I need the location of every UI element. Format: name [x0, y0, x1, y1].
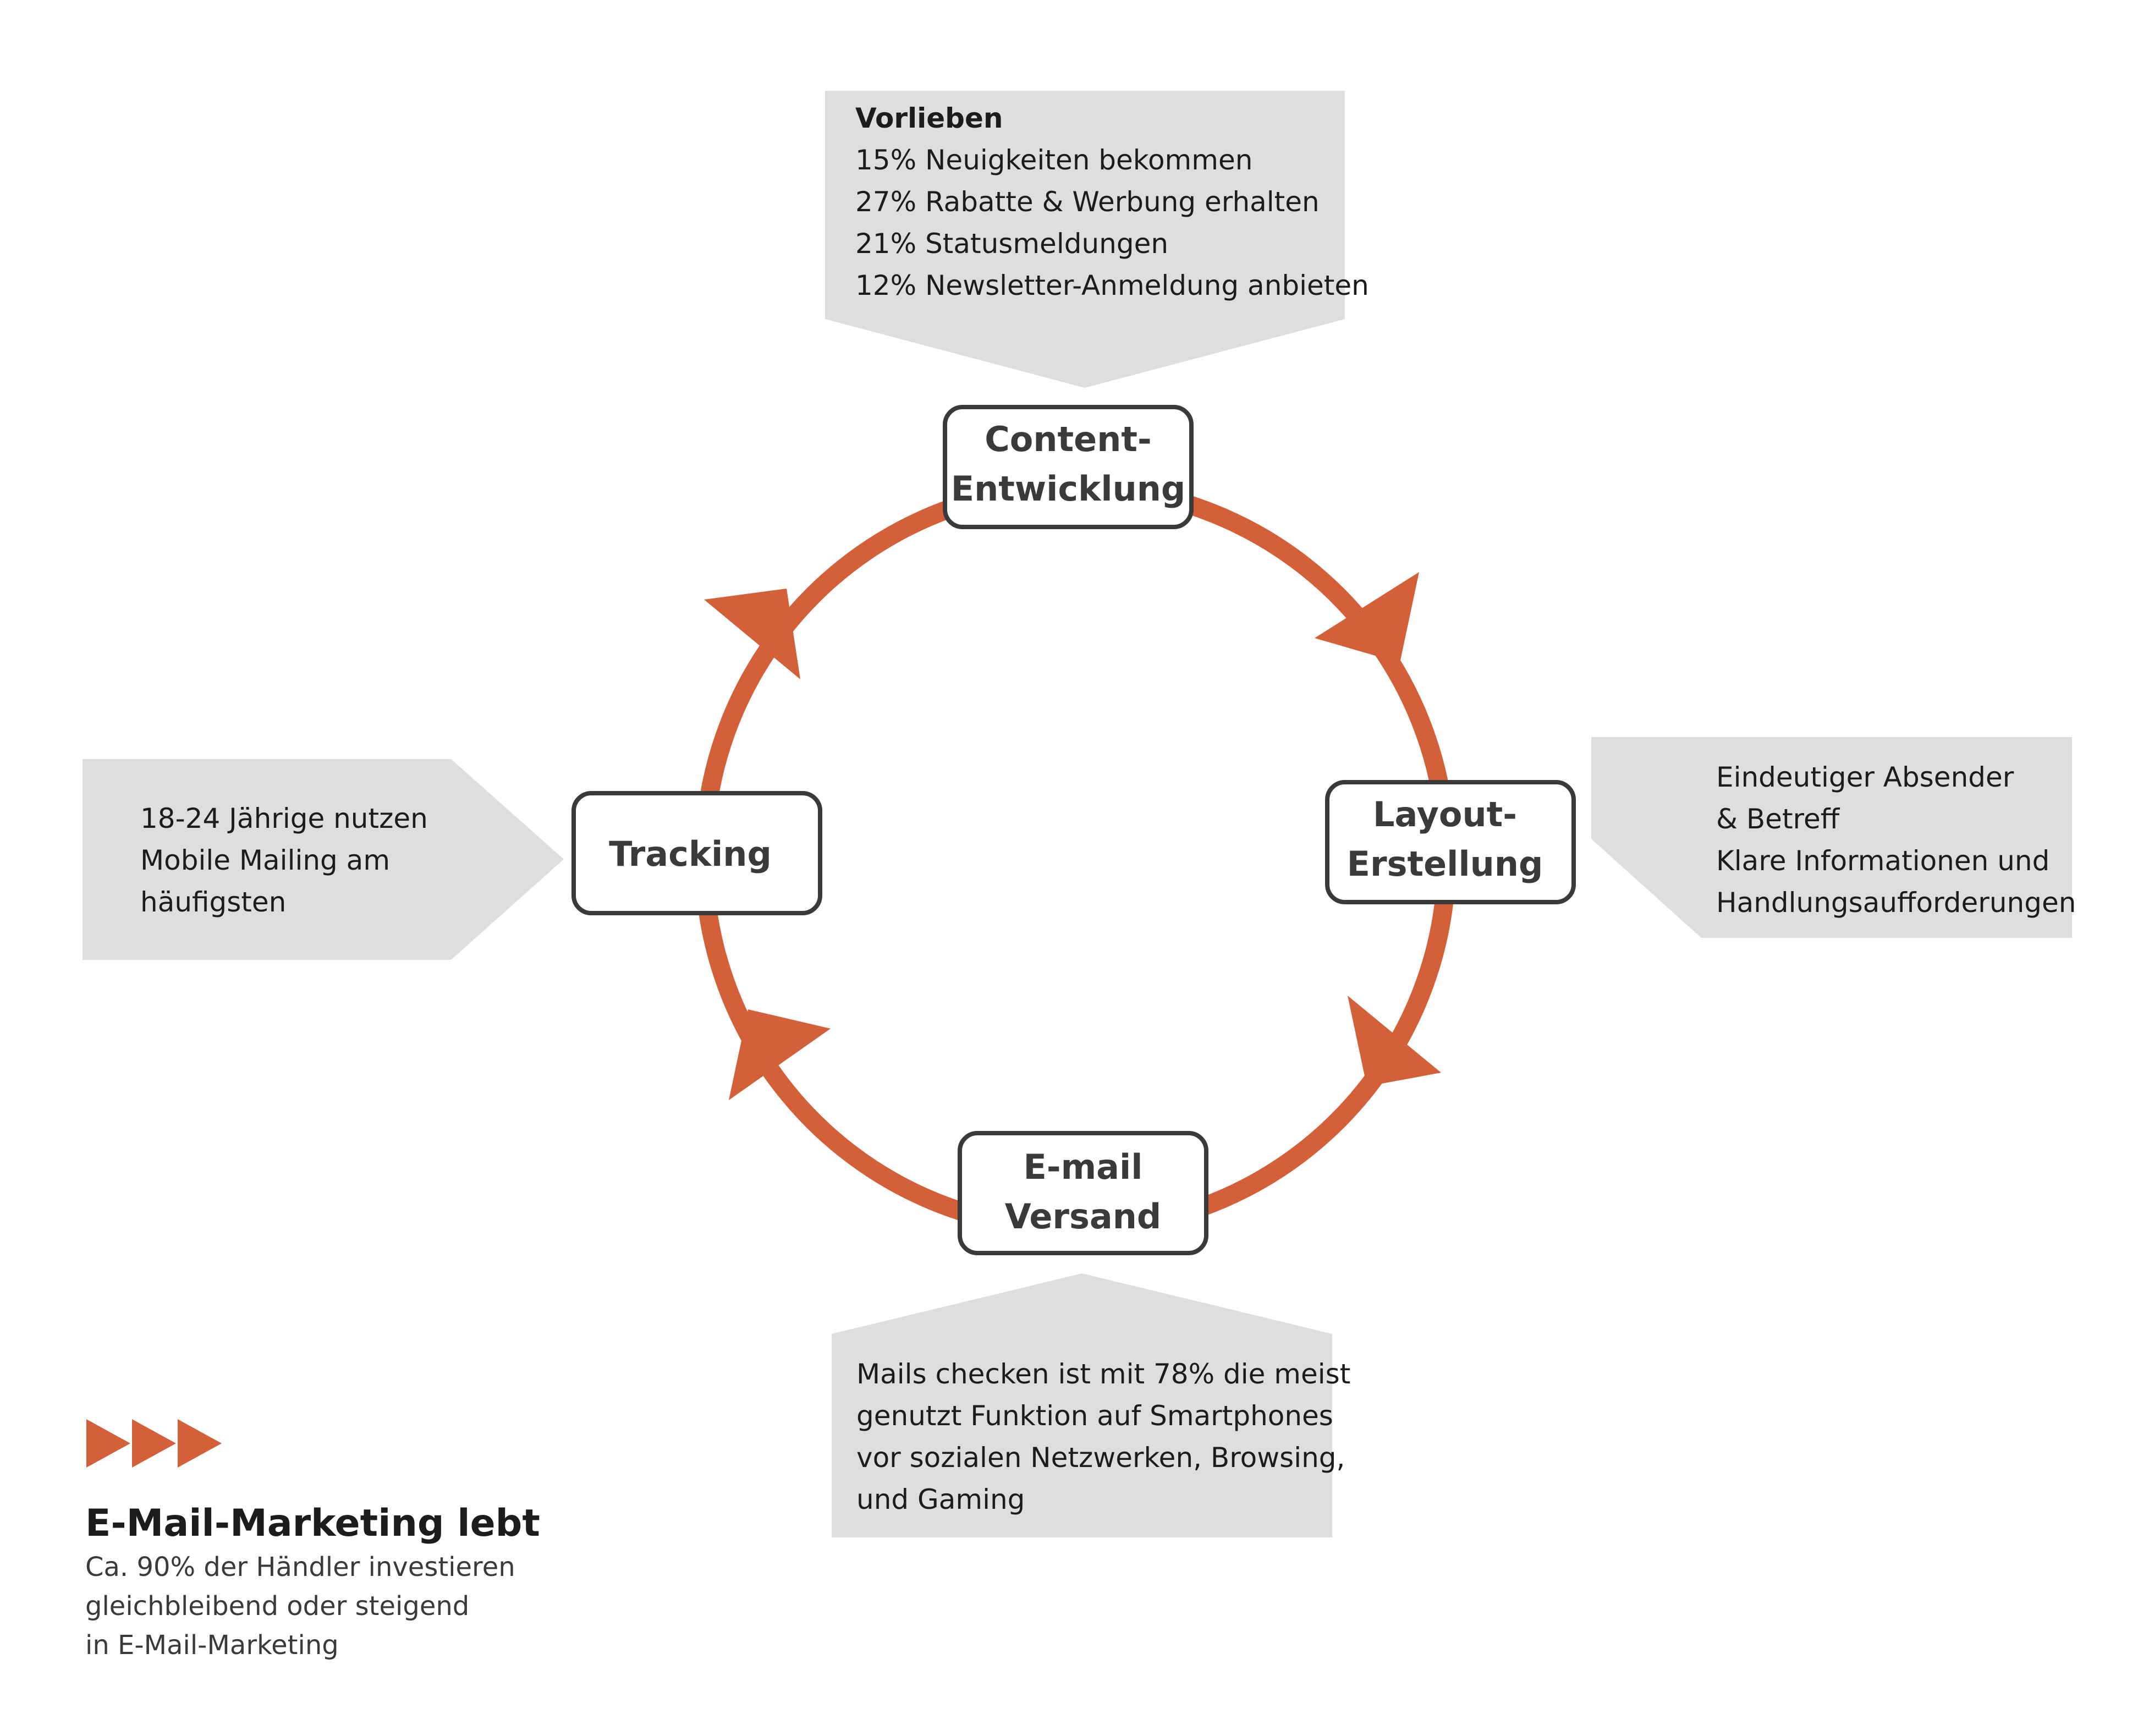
callout-right-line-1: Eindeutiger Absender: [1716, 761, 2014, 793]
node-versand-line-1: E-mail: [1023, 1147, 1142, 1187]
footer-line-2: gleichbleibend oder steigend: [85, 1591, 469, 1622]
node-layout-line-2: Erstellung: [1347, 844, 1543, 884]
node-content-entwicklung: Content- Entwicklung: [943, 405, 1194, 529]
node-layout-line-1: Layout-: [1373, 794, 1517, 834]
callout-left-line-2: Mobile Mailing am: [140, 844, 390, 876]
node-layout-box: [1325, 780, 1576, 904]
node-layout-erstellung: Layout- Erstellung: [1325, 780, 1576, 904]
callout-bottom-line-2: genutzt Funktion auf Smartphones: [856, 1400, 1333, 1432]
callout-right-shape: [1591, 737, 2072, 938]
callout-bottom-line-1: Mails checken ist mit 78% die meist: [856, 1358, 1350, 1390]
callout-right-line-3: Klare Informationen und: [1716, 845, 2049, 877]
footer-arrow-1-icon: [86, 1419, 130, 1468]
cycle-arrow-top-right-icon: [1315, 572, 1419, 663]
footer: E-Mail-Marketing lebt Ca. 90% der Händle…: [85, 1419, 540, 1661]
node-content-line-2: Entwicklung: [951, 469, 1186, 509]
node-tracking-box: [571, 791, 822, 915]
footer-title: E-Mail-Marketing lebt: [85, 1502, 540, 1545]
node-content-box: [943, 405, 1194, 529]
callout-top: Vorlieben 15% Neuigkeiten bekommen 27% R…: [825, 91, 1369, 388]
node-tracking: Tracking: [571, 791, 822, 915]
callout-top-shape: [825, 91, 1345, 388]
footer-arrow-2-icon: [132, 1419, 176, 1468]
node-versand-line-2: Versand: [1005, 1196, 1161, 1237]
callout-right-line-2: & Betreff: [1716, 803, 1840, 835]
callout-top-line-4: 12% Newsletter-Anmeldung anbieten: [855, 270, 1369, 301]
callout-left-line-1: 18-24 Jährige nutzen: [140, 803, 428, 834]
callout-bottom-line-4: und Gaming: [856, 1484, 1025, 1515]
node-content-line-1: Content-: [985, 419, 1151, 459]
callout-top-line-1: 15% Neuigkeiten bekommen: [855, 144, 1252, 176]
cycle-arrow-top-left-icon: [704, 589, 800, 679]
node-tracking-line-1: Tracking: [609, 834, 772, 874]
callout-left-line-3: häufigsten: [140, 886, 286, 918]
node-email-versand: E-mail Versand: [958, 1131, 1208, 1255]
node-versand-box: [958, 1131, 1208, 1255]
callout-top-line-3: 21% Statusmeldungen: [855, 228, 1168, 260]
cycle-arrow-bottom-left-icon: [729, 1009, 831, 1100]
callout-bottom-line-3: vor sozialen Netzwerken, Browsing,: [856, 1442, 1345, 1474]
callout-top-line-2: 27% Rabatte & Werbung erhalten: [855, 186, 1320, 218]
callout-left-shape: [83, 759, 564, 960]
footer-line-1: Ca. 90% der Händler investieren: [85, 1552, 515, 1583]
footer-line-3: in E-Mail-Marketing: [85, 1630, 339, 1661]
footer-arrow-3-icon: [178, 1419, 222, 1468]
cycle-arrow-bottom-right-icon: [1348, 996, 1441, 1086]
callout-bottom-shape: [832, 1273, 1332, 1537]
callout-right-line-4: Handlungsaufforderungen: [1716, 887, 2076, 919]
callout-right: Eindeutiger Absender & Betreff Klare Inf…: [1591, 737, 2076, 938]
callout-left: 18-24 Jährige nutzen Mobile Mailing am h…: [83, 759, 564, 960]
callout-bottom: Mails checken ist mit 78% die meist genu…: [832, 1273, 1350, 1537]
callout-top-title: Vorlieben: [855, 102, 1003, 134]
